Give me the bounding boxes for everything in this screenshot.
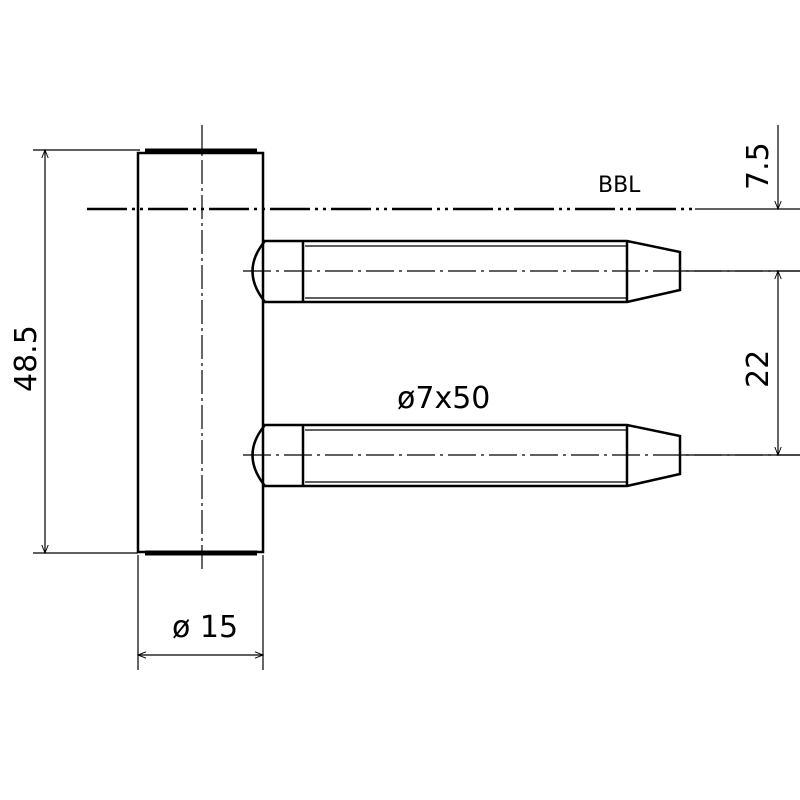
overall-height-dimension [33,148,140,555]
bbl-label: BBL [598,173,641,198]
pin-spec-label: ø7x50 [397,381,490,416]
top-offset-label: 7.5 [741,142,776,190]
right-dimensions [680,125,800,457]
pin-spacing-label: 22 [741,350,776,388]
hinge-body [136,148,265,556]
body-diameter-dimension [136,555,265,670]
body-diameter-label: ø 15 [172,610,238,645]
overall-height-label: 48.5 [9,325,44,392]
